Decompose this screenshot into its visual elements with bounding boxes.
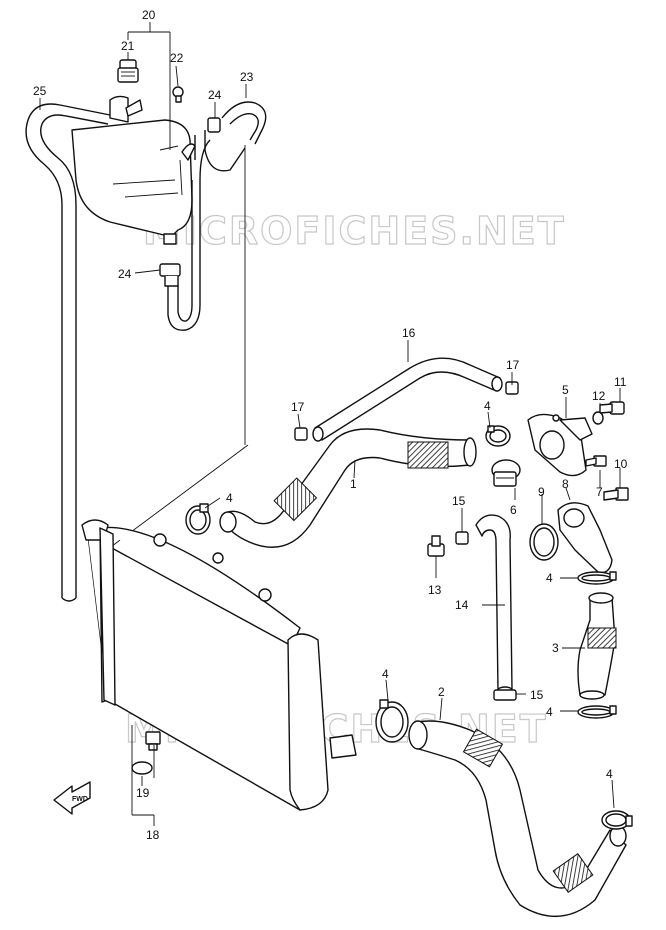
watermark-top: MICROFICHES.NET	[143, 209, 566, 253]
callout-4-lower-right: 4	[606, 767, 613, 781]
callout-17-right: 17	[506, 358, 520, 372]
hose-clamp-4-lower-left	[375, 699, 409, 743]
reservoir-drain-hose	[167, 139, 211, 331]
reservoir-cap-21	[117, 59, 139, 83]
callout-4-lower-left: 4	[382, 667, 389, 681]
callout-1: 1	[350, 477, 357, 491]
reservoir-tank	[71, 95, 196, 245]
callout-10: 10	[614, 457, 628, 471]
bolt-11	[599, 401, 625, 415]
leader-lines	[39, 22, 621, 826]
callout-2: 2	[438, 685, 445, 699]
radiator-core	[81, 519, 357, 811]
fwd-arrow: FWD	[53, 781, 91, 815]
callout-19: 19	[136, 786, 150, 800]
hose-clamp-4-left	[185, 503, 211, 535]
hose-clamp-15-top	[455, 531, 469, 545]
radiator-hose-2	[408, 720, 627, 917]
callout-22: 22	[170, 51, 184, 65]
callout-3: 3	[552, 641, 559, 655]
bypass-hose-16	[312, 357, 503, 442]
callout-8: 8	[562, 477, 569, 491]
breather-hose-23	[194, 101, 267, 172]
callout-15-bottom: 15	[530, 688, 544, 702]
o-ring-9	[529, 523, 559, 561]
bolt-22	[172, 86, 184, 103]
hose-3	[577, 592, 617, 700]
callout-24-top: 24	[208, 88, 222, 102]
callout-14: 14	[455, 598, 469, 612]
callout-7: 7	[596, 485, 603, 499]
callout-21: 21	[121, 39, 135, 53]
callout-16: 16	[402, 326, 416, 340]
callout-4-right-bottom: 4	[546, 705, 553, 719]
callout-13: 13	[428, 583, 442, 597]
callout-23: 23	[240, 70, 254, 84]
callout-4-left: 4	[226, 491, 233, 505]
hose-clamp-4-right-bottom	[577, 705, 617, 719]
callout-20: 20	[142, 8, 156, 22]
clamp-24-bottom	[159, 263, 181, 287]
callout-4-center: 4	[484, 399, 491, 413]
hose-clamp-4-right-top	[577, 571, 617, 585]
radiator-hose-1	[219, 428, 477, 548]
callout-9: 9	[538, 485, 545, 499]
bolt-10	[603, 487, 629, 501]
callout-18: 18	[146, 828, 160, 842]
hose-clamp-15-bottom	[493, 689, 517, 701]
thermostat-cover-8	[557, 502, 613, 574]
hose-fitting-13	[427, 535, 445, 557]
clamp-24-top	[207, 117, 221, 133]
bolt-7	[585, 455, 607, 467]
hose-clamp-17-left	[294, 427, 308, 441]
fwd-label: FWD	[72, 796, 88, 803]
thermostat-housing-5	[527, 413, 593, 477]
callout-15-top: 15	[452, 494, 466, 508]
callout-6: 6	[510, 503, 517, 517]
thermostat-6	[491, 459, 521, 487]
callout-labels: 20 21 22 23 24 25 24 16 17 17 5 11 12 4 …	[33, 8, 628, 842]
callout-5: 5	[562, 383, 569, 397]
hose-clamp-4-lower-right	[601, 810, 633, 830]
callout-12: 12	[592, 389, 606, 403]
callout-17-left: 17	[291, 400, 305, 414]
callout-25: 25	[33, 84, 47, 98]
hose-clamp-4-center	[485, 425, 511, 447]
hose-14	[475, 514, 513, 694]
washer-12	[592, 411, 604, 425]
overflow-hose-25	[25, 103, 111, 602]
callout-4-right-top: 4	[546, 571, 553, 585]
callout-24-bottom: 24	[118, 267, 132, 281]
drain-bolt-19	[131, 731, 161, 775]
callout-11: 11	[614, 375, 627, 389]
